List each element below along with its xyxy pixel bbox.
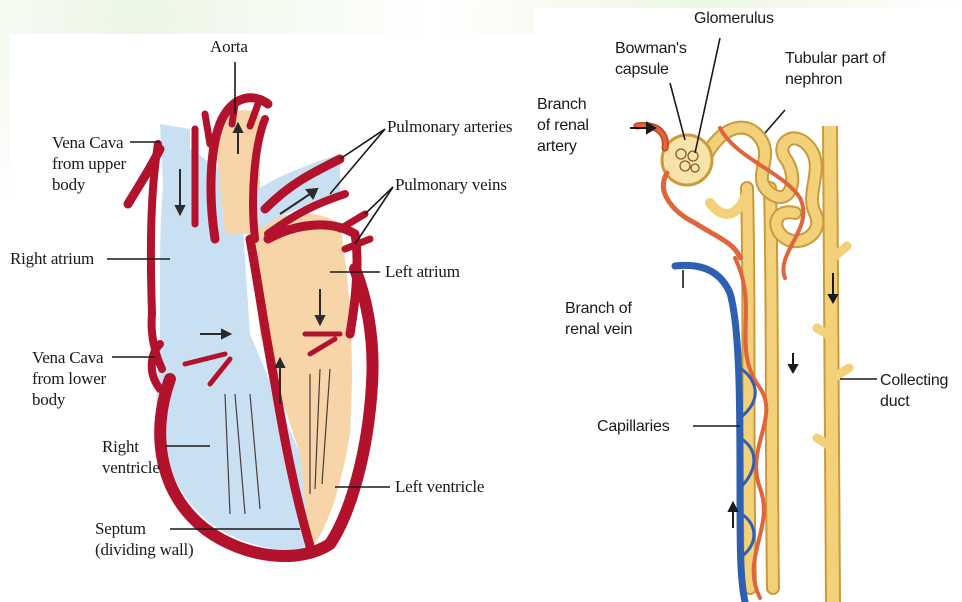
aorta-branch-1 (205, 114, 210, 144)
label-glomerulus: Glomerulus (694, 8, 774, 29)
label-pulmonary-veins: Pulmonary veins (395, 174, 507, 195)
distal-tubule (710, 193, 747, 214)
label-left-ventricle: Left ventricle (395, 476, 484, 497)
label-septum: Septum (dividing wall) (95, 518, 194, 560)
label-pulmonary-arteries: Pulmonary arteries (387, 116, 512, 137)
label-branch-renal-artery: Branch of renal artery (537, 94, 589, 157)
label-branch-renal-vein: Branch of renal vein (565, 298, 632, 340)
label-capillaries: Capillaries (597, 416, 670, 437)
label-right-atrium: Right atrium (10, 248, 94, 269)
pointer-tubular (765, 110, 785, 133)
label-vena-cava-upper: Vena Cava from upper body (52, 132, 126, 195)
bowmans-capsule-shape (662, 135, 712, 185)
renal-vein (675, 265, 745, 602)
label-aorta: Aorta (210, 36, 248, 57)
pointer-bowmans (670, 83, 685, 140)
heart-diagram: Aorta Vena Cava from upper body Pulmonar… (10, 34, 538, 602)
label-collecting-duct: Collecting duct (880, 370, 948, 412)
pulmonary-vein-1 (340, 214, 365, 229)
nephron-diagram: Glomerulus Bowman's capsule Tubular part… (535, 8, 962, 602)
label-bowmans-capsule: Bowman's capsule (615, 38, 687, 80)
vena-cava-upper-lumen (160, 124, 190, 224)
label-tubular-part: Tubular part of nephron (785, 48, 885, 90)
label-vena-cava-lower: Vena Cava from lower body (32, 347, 106, 410)
label-left-atrium: Left atrium (385, 261, 460, 282)
label-right-ventricle: Right ventricle (102, 436, 160, 478)
pointer-pulm-vein-1 (365, 187, 393, 214)
